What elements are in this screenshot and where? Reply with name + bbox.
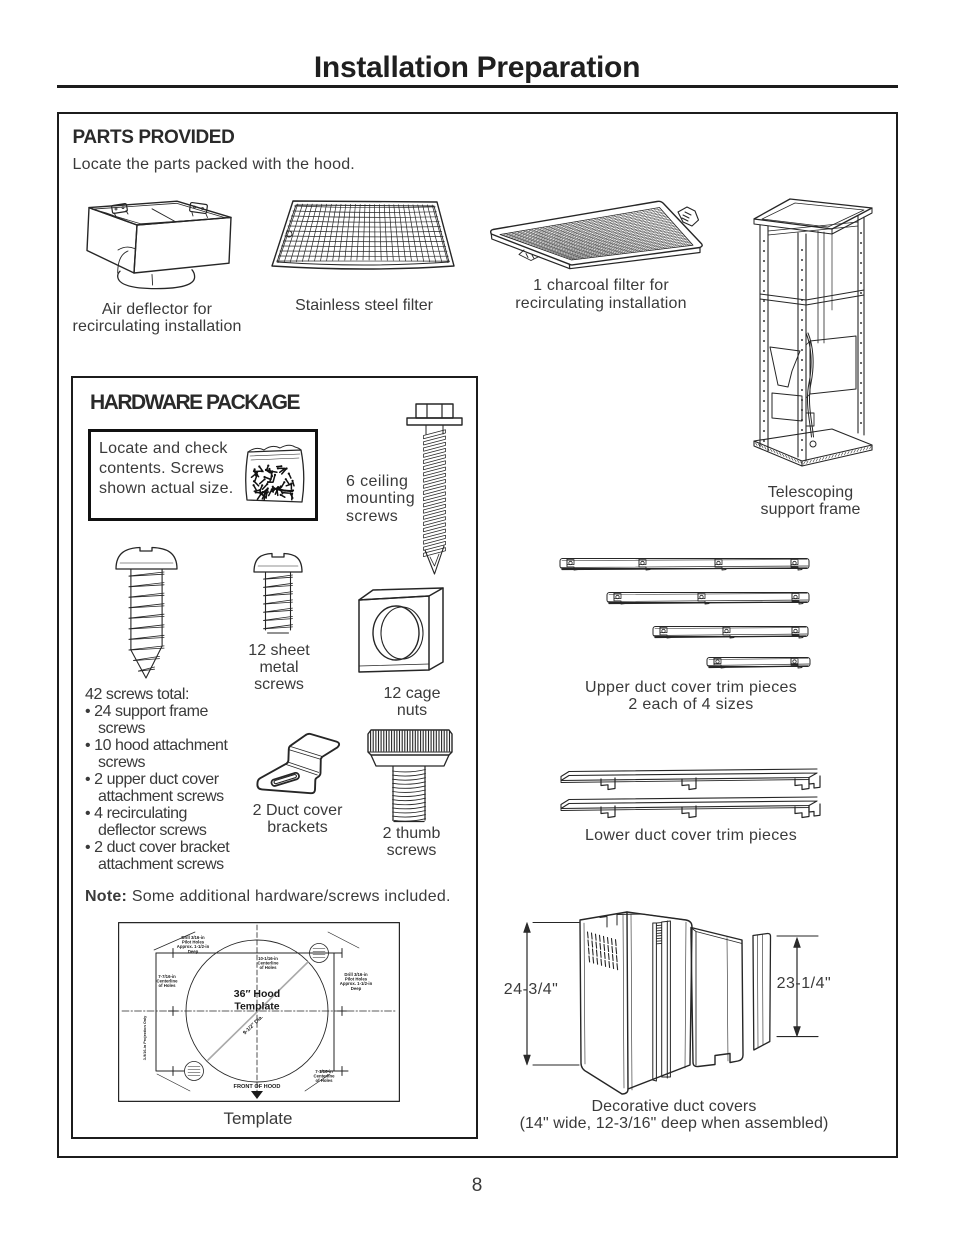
svg-text:10-1/16-in: 10-1/16-in — [258, 956, 278, 961]
svg-text:FRONT OF HOOD: FRONT OF HOOD — [234, 1084, 281, 1090]
svg-text:Pilot Holes: Pilot Holes — [345, 977, 368, 982]
svg-text:of Holes: of Holes — [260, 965, 278, 970]
svg-text:7-1/16-in: 7-1/16-in — [315, 1069, 333, 1074]
svg-text:36″ Hood: 36″ Hood — [234, 988, 280, 1000]
svg-text:Drill 3/16-in: Drill 3/16-in — [344, 972, 368, 977]
svg-text:Approx. 1-1/2-in: Approx. 1-1/2-in — [340, 981, 373, 986]
svg-text:9-1/2″ Dia.: 9-1/2″ Dia. — [242, 1014, 265, 1036]
svg-text:Drill 3/16-in: Drill 3/16-in — [181, 935, 205, 940]
svg-text:3-9/16-in Projection Only: 3-9/16-in Projection Only — [143, 1015, 147, 1060]
svg-text:of Holes: of Holes — [159, 983, 177, 988]
svg-text:Centerline: Centerline — [156, 979, 178, 984]
svg-text:Centerline: Centerline — [257, 961, 279, 966]
svg-text:Approx. 1-1/2-in: Approx. 1-1/2-in — [177, 944, 210, 949]
svg-text:Centerline: Centerline — [313, 1074, 335, 1079]
svg-text:Deep: Deep — [188, 949, 199, 954]
svg-text:7-7/16-in: 7-7/16-in — [158, 974, 176, 979]
svg-text:Template: Template — [234, 1001, 279, 1013]
svg-text:of Holes: of Holes — [316, 1078, 334, 1083]
svg-text:Pilot Holes: Pilot Holes — [182, 940, 205, 945]
svg-text:Deep: Deep — [351, 986, 362, 991]
